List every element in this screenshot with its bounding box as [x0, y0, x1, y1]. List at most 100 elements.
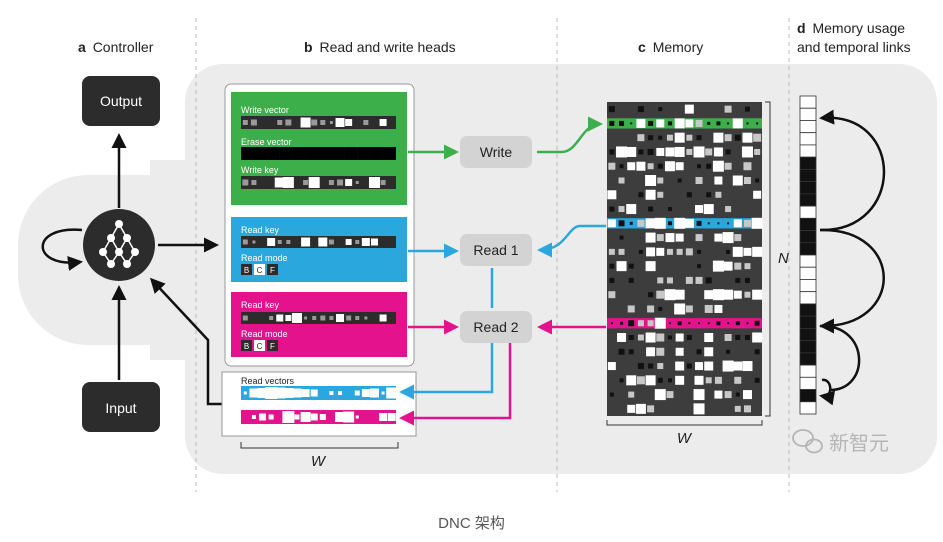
memory-cell — [734, 405, 741, 412]
memory-cell — [697, 249, 702, 254]
memory-cell — [693, 403, 705, 415]
memory-cell — [704, 333, 714, 342]
memory-cell — [657, 177, 664, 184]
memory-width-label: W — [677, 430, 693, 447]
memory-cell — [637, 106, 644, 113]
memory-cell — [727, 222, 730, 225]
memory-cell — [735, 277, 741, 283]
usage-cell — [799, 340, 817, 354]
memory-cell — [735, 321, 740, 326]
vector-cell — [250, 119, 257, 126]
memory-cell — [648, 363, 654, 369]
memory-cell — [674, 303, 686, 315]
vector-cell — [370, 238, 378, 246]
vector-cell — [294, 414, 300, 420]
vector-cell — [276, 314, 284, 322]
vector-cell — [329, 121, 333, 124]
memory-cell — [677, 321, 682, 326]
memory-cell — [724, 391, 732, 399]
svg-text:Read key: Read key — [241, 225, 280, 235]
memory-cell — [684, 218, 694, 228]
usage-cell — [799, 266, 817, 280]
memory-row-highlight — [607, 318, 762, 329]
memory-cell — [657, 191, 664, 198]
vector-cell — [386, 387, 398, 399]
memory-cell — [665, 233, 675, 243]
memory-cell — [725, 149, 731, 155]
memory-cell — [616, 261, 627, 272]
svg-text:Input: Input — [105, 400, 136, 416]
memory-cell — [667, 335, 672, 340]
memory-cell — [706, 192, 712, 198]
memory-cell — [647, 163, 654, 170]
vector-cell — [242, 239, 248, 245]
memory-cell — [754, 377, 760, 383]
memory-cell — [716, 321, 721, 326]
memory-cell — [734, 134, 741, 141]
read-1-button: Read 1 — [460, 234, 532, 266]
memory-cell — [696, 349, 702, 355]
memory-cell — [697, 264, 702, 269]
memory-cell — [609, 149, 615, 155]
memory-cell — [656, 247, 665, 256]
memory-cell — [706, 163, 712, 169]
memory-cell — [637, 219, 645, 227]
memory-cell — [648, 120, 654, 126]
vector-cell — [304, 316, 308, 320]
memory-cell — [658, 306, 663, 311]
section-b-header: b Read and write heads — [304, 39, 456, 55]
usage-cell — [799, 107, 817, 121]
memory-width-bracket — [606, 420, 763, 426]
svg-text:B: B — [244, 266, 249, 275]
usage-cell — [799, 254, 817, 268]
memory-cell — [705, 377, 712, 384]
memory-cell — [626, 146, 637, 157]
read-head-1-panel: Read key Read mode B C F — [231, 217, 407, 282]
vector-cell — [363, 120, 369, 125]
vector-cell — [249, 388, 259, 398]
usage-cell — [799, 120, 817, 134]
memory-cell — [707, 121, 711, 125]
svg-text:Read mode: Read mode — [241, 253, 288, 263]
memory-cell — [712, 260, 724, 272]
memory-cell — [618, 206, 625, 213]
memory-cell — [693, 389, 705, 401]
memory-cell — [618, 348, 625, 355]
read-2-arrows — [399, 319, 606, 426]
memory-cell — [645, 232, 656, 243]
memory-cell — [686, 148, 693, 155]
memory-cell — [647, 148, 654, 155]
memory-cell — [705, 277, 712, 284]
vector-cell — [337, 179, 344, 186]
memory-cell — [714, 233, 723, 242]
memory-cell — [755, 178, 760, 183]
memory-cell — [713, 132, 724, 143]
memory-cell — [666, 391, 674, 399]
section-dividers — [195, 18, 790, 492]
memory-cell — [743, 177, 751, 184]
usage-cell — [799, 327, 817, 342]
vector-cell — [242, 120, 248, 125]
memory-cell — [704, 361, 714, 371]
memory-cell — [685, 119, 694, 128]
output-box: Output — [82, 76, 160, 126]
controller-network-icon — [83, 209, 155, 281]
memory-cell — [617, 333, 627, 342]
memory-cell — [609, 206, 615, 212]
memory-cell — [743, 247, 752, 256]
svg-text:Read 2: Read 2 — [473, 319, 518, 335]
memory-cell — [654, 217, 666, 229]
vector-cell — [251, 180, 257, 185]
usage-cell — [799, 303, 817, 317]
vector-cell — [336, 314, 345, 322]
svg-text:Write vector: Write vector — [241, 105, 289, 115]
vector-cell — [355, 415, 359, 419]
memory-cell — [628, 320, 635, 327]
memory-cell — [727, 122, 730, 125]
memory-cell — [695, 177, 703, 184]
svg-text:Write key: Write key — [241, 165, 279, 175]
input-box: Input — [82, 382, 160, 432]
write-head-panel: Write vector Erase vector Write key — [231, 92, 407, 205]
memory-cell — [686, 335, 692, 340]
memory-cell — [746, 122, 749, 125]
